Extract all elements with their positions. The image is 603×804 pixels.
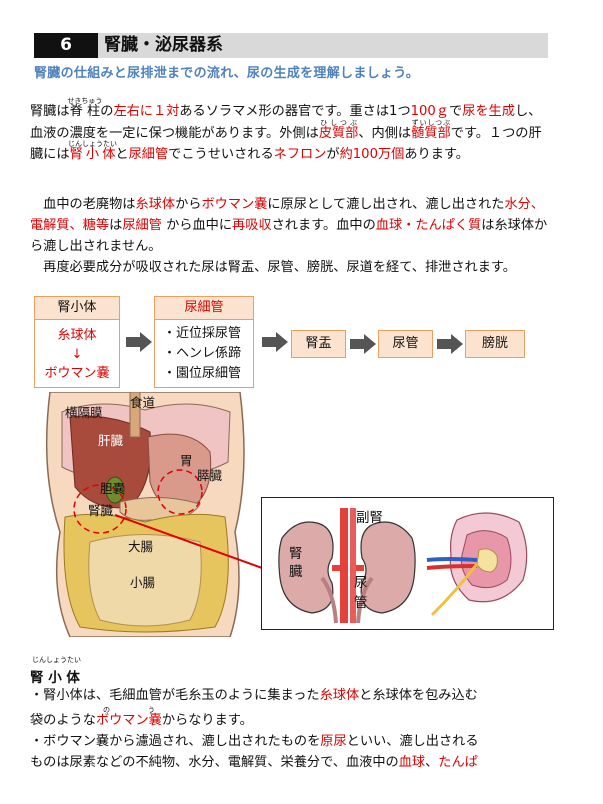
section-subtitle: 腎臓の仕組みと尿排泄までの流れ、尿の生成を理解しましょう。 — [34, 66, 420, 81]
liver-label: 肝臓 — [98, 433, 124, 448]
paragraph-filtration: 血中の老廃物は糸球体からボウマン嚢に原尿として漉し出され、漉し出された水分、電解… — [30, 197, 548, 254]
section-number: 6 — [34, 33, 98, 58]
flow-box-header: 腎小体 — [35, 297, 119, 320]
ureter-label: 尿管 — [354, 575, 368, 611]
paragraph-corpuscle: ・腎小体は、毛細血管が毛糸玉のように集まった糸球体と糸球体を包み込む 袋のような… — [30, 685, 555, 773]
section-title: 腎臓・泌尿器系 — [104, 35, 223, 55]
adrenal-gland-label: 副腎 — [356, 510, 383, 526]
kidney-diagram — [278, 508, 528, 624]
flow-box-bladder: 膀胱 — [465, 330, 525, 358]
section2-ruby: じんしょうたい — [32, 656, 81, 664]
corpuscle-line-3: ・ボウマン嚢から濾過され、漉し出されたものを原尿といい、漉し出される — [30, 734, 479, 749]
small-intestine-label: 小腸 — [130, 575, 156, 590]
bowman-capsule-label: ボウマン嚢 — [44, 366, 110, 381]
flow-box-renal-pelvis: 腎盂 — [291, 330, 346, 358]
tubule-item: ・ヘンレ係蹄 — [163, 346, 242, 361]
flow-box-renal-corpuscle: 腎小体 糸球体 ↓ ボウマン嚢 — [34, 296, 120, 388]
flow-box-renal-tubule: 尿細管 ・近位採尿管 ・ヘンレ係蹄 ・園位尿細管 — [154, 296, 254, 388]
kidney-detail-figure: 副腎 腎臓 尿管 — [261, 497, 554, 630]
flow-box-ureter: 尿管 — [378, 330, 433, 358]
large-intestine-label: 大腸 — [128, 539, 154, 554]
stomach-label: 胃 — [180, 453, 193, 468]
diaphragm-label: 横隔膜 — [65, 405, 103, 420]
flow-box-header: 尿細管 — [155, 297, 253, 320]
kidney-detail-label: 腎臓 — [289, 546, 303, 580]
paragraph-excretion: 再度必要成分が吸収された尿は腎盂、尿管、膀胱、尿道を経て、排泄されます。 — [30, 260, 516, 275]
esophagus-label: 食道 — [130, 395, 156, 410]
torso-anatomy-illustration — [45, 392, 245, 637]
tubule-item: ・近位採尿管 — [163, 326, 242, 341]
corpuscle-line-4: ものは尿素などの不純物、水分、電解質、栄養分で、血液中の血球、たんぱ — [30, 755, 478, 770]
glomerulus-label: 糸球体 — [57, 328, 97, 343]
section2-title: 腎 小 体 — [30, 670, 80, 686]
corpuscle-line-1: ・腎小体は、毛細血管が毛糸玉のように集まった糸球体と糸球体を包み込む — [30, 688, 478, 703]
corpuscle-line-2: 袋のようなボウマン嚢のうからなります。 — [30, 706, 253, 728]
gallbladder-label: 胆嚢 — [100, 481, 126, 496]
section-header: 6 腎臓・泌尿器系 — [34, 33, 548, 58]
down-arrow: ↓ — [71, 347, 83, 362]
paragraph-kidney-intro: 腎臓は脊柱せきちゅうの左右に１対あるソラマメ形の器官です。重さは1つ100ｇで尿… — [30, 97, 542, 162]
pancreas-label: 膵臓 — [197, 468, 223, 483]
tubule-item: ・園位尿細管 — [163, 366, 242, 381]
kidney-label: 腎臓 — [88, 503, 114, 518]
